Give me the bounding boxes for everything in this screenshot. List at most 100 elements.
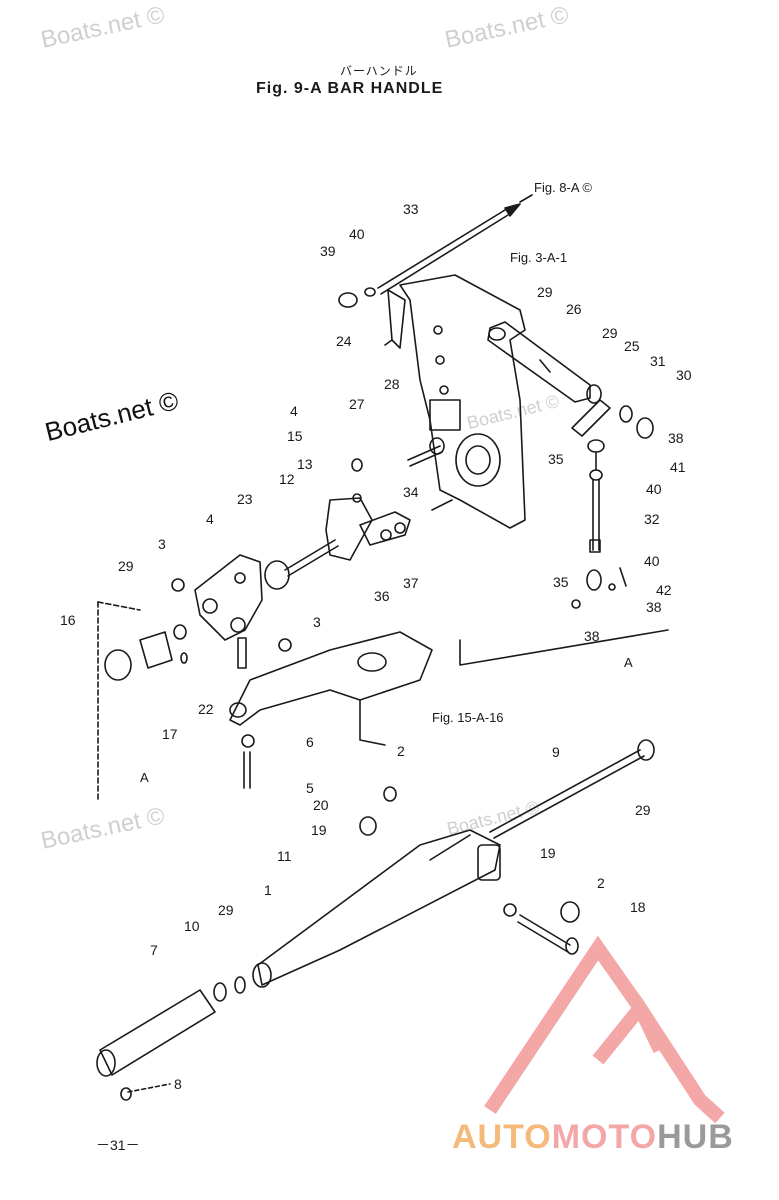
part-2a: 2 <box>397 743 405 759</box>
part-35a: 35 <box>548 451 564 467</box>
part-29b: 29 <box>602 325 618 341</box>
part-32: 32 <box>644 511 660 527</box>
part-40b: 40 <box>646 481 662 497</box>
part-11: 11 <box>277 848 292 864</box>
part-12: 12 <box>279 471 295 487</box>
part-29a: 29 <box>537 284 553 300</box>
ref-fig-3a1: Fig. 3-A-1 <box>510 250 568 265</box>
part-34: 34 <box>403 484 419 500</box>
part-35b: 35 <box>553 574 569 590</box>
mounting-plate-shape <box>399 274 526 529</box>
washer-20-shape <box>359 816 377 836</box>
part-22: 22 <box>198 701 214 717</box>
part-33: 33 <box>403 201 419 217</box>
arrow-a-left-label: A <box>140 770 149 785</box>
part-20: 20 <box>313 797 329 813</box>
part-28: 28 <box>384 376 400 392</box>
nut-6-shape <box>241 734 255 748</box>
bolt-18-shape <box>517 914 579 955</box>
main-handle-shape <box>252 829 501 988</box>
part-4a: 4 <box>290 403 298 419</box>
ref-fig-8a: Fig. 8-A © <box>534 180 592 195</box>
link-bracket-shape <box>229 631 433 726</box>
part-18: 18 <box>630 899 646 915</box>
rod-9-shape <box>489 739 655 839</box>
nut-30-shape <box>636 417 654 439</box>
lever-13-shape <box>325 458 411 561</box>
part-24: 24 <box>336 333 352 349</box>
rod-32-shape <box>571 439 627 609</box>
bolt-2b-shape <box>560 901 580 923</box>
part-3a: 3 <box>158 536 166 552</box>
bolt-34-shape <box>431 499 453 511</box>
part-19a: 19 <box>311 822 327 838</box>
brand-part-auto: AUTO <box>452 1118 552 1156</box>
brand-part-hub: HUB <box>657 1118 734 1156</box>
part-17: 17 <box>162 726 178 742</box>
part-38a: 38 <box>668 430 684 446</box>
arm-25-shape <box>571 399 611 437</box>
grip-7-shape <box>96 976 246 1077</box>
screw-8-line <box>127 1083 171 1093</box>
part-6: 6 <box>306 734 314 750</box>
figure-title: Fig. 9-A BAR HANDLE <box>256 80 444 97</box>
collar-29b-shape <box>586 384 602 404</box>
link-26-shape <box>487 321 591 403</box>
part-31: 31 <box>650 353 666 369</box>
bracket-24-shape <box>384 289 406 349</box>
part-9: 9 <box>552 744 560 760</box>
part-3b: 3 <box>313 614 321 630</box>
collar-3a-shape <box>171 578 185 592</box>
brand-logo-shape <box>484 935 725 1124</box>
shaft-12-shape <box>284 539 339 577</box>
part-29d: 29 <box>635 802 651 818</box>
part-25: 25 <box>624 338 640 354</box>
part-10: 10 <box>184 918 200 934</box>
part-39: 39 <box>320 243 336 259</box>
part-42: 42 <box>656 582 672 598</box>
frame-line <box>459 629 669 666</box>
part-29e: 29 <box>218 902 234 918</box>
rod-33-shape <box>377 194 533 295</box>
bolt-2a-shape <box>383 786 397 802</box>
screw-8-shape <box>120 1087 132 1101</box>
part-15: 15 <box>287 428 303 444</box>
part-19b: 19 <box>540 845 556 861</box>
collar-3b-shape <box>278 638 292 652</box>
part-7: 7 <box>150 942 158 958</box>
part-1: 1 <box>264 882 272 898</box>
pin-22-shape <box>237 637 247 669</box>
part-5: 5 <box>306 780 314 796</box>
japanese-title: バーハンドル <box>340 64 418 78</box>
brand-part-moto: MOTO <box>551 1118 658 1156</box>
part-4b: 4 <box>206 511 214 527</box>
knob-16-shape <box>104 624 188 681</box>
page-number: －31－ <box>96 1137 140 1153</box>
part-41: 41 <box>670 459 686 475</box>
part-36: 36 <box>374 588 390 604</box>
part-8: 8 <box>174 1076 182 1092</box>
part-27: 27 <box>349 396 365 412</box>
part-38c: 38 <box>584 628 600 644</box>
bolt-5-shape <box>243 751 251 789</box>
brand-wordmark: AUTOMOTOHUB <box>452 1118 734 1157</box>
part-30: 30 <box>676 367 692 383</box>
part-13: 13 <box>297 456 313 472</box>
part-2b: 2 <box>597 875 605 891</box>
arrow-a-right-label: A <box>624 655 633 670</box>
part-16: 16 <box>60 612 76 628</box>
bolt-27-shape <box>407 437 445 467</box>
ball-joint-39-shape <box>338 287 376 308</box>
bracket-4-shape <box>194 554 263 641</box>
bearing-23-shape <box>264 560 290 590</box>
washer-31-shape <box>619 405 633 423</box>
part-40a: 40 <box>349 226 365 242</box>
part-38b: 38 <box>646 599 662 615</box>
part-37: 37 <box>403 575 419 591</box>
part-40c: 40 <box>644 553 660 569</box>
part-23: 23 <box>237 491 253 507</box>
ref-fig-15a16: Fig. 15-A-16 <box>432 710 504 725</box>
part-26: 26 <box>566 301 582 317</box>
washer-19b-shape <box>503 903 517 917</box>
